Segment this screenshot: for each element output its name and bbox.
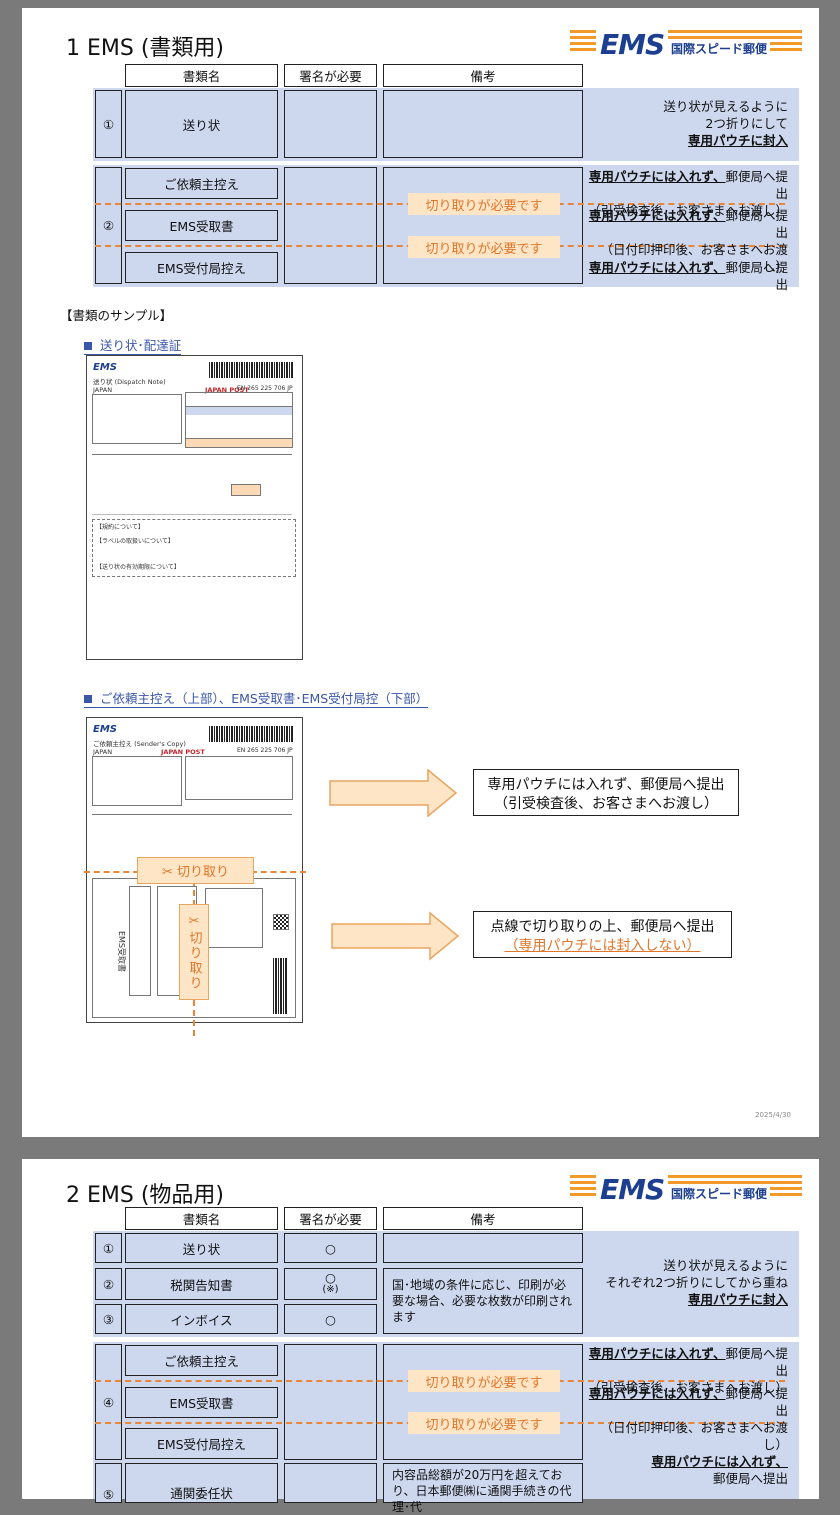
ems-logo-subtitle-2: 国際スピード郵便 xyxy=(668,1185,771,1202)
link-sender-copy[interactable]: ご依頼主控え（上部）、EMS受取書･EMS受付局控（下部） xyxy=(84,688,429,708)
header-doc-name: 書類名 xyxy=(125,64,278,87)
row-2-number: ② xyxy=(95,167,122,284)
header-signature-2: 署名が必要 xyxy=(284,1207,377,1230)
sample1-ems-mark: EMS xyxy=(93,362,117,373)
row-4-item-3: EMS受付局控え xyxy=(125,1428,278,1459)
arrow-right-icon-2 xyxy=(331,911,460,961)
row-4-number: ④ xyxy=(95,1344,122,1460)
ems-logo-subtitle: 国際スピード郵便 xyxy=(668,40,771,57)
page-title: 1 EMS (書類用) xyxy=(66,36,224,61)
row-1-notes-2 xyxy=(383,1233,583,1263)
cut-required-label-2: 切り取りが必要です xyxy=(408,236,560,258)
row-1-signature-2: ○ xyxy=(284,1233,377,1263)
sample2-japan-post: JAPAN POST xyxy=(161,748,205,756)
sample1-japan-post: JAPAN POST xyxy=(205,386,249,394)
row-5-number: ⑤ xyxy=(95,1463,122,1503)
ems-logo-mark: EMS xyxy=(596,28,669,61)
ems-logo: EMS 国際スピード郵便 xyxy=(570,26,802,62)
sample-dispatch-note: EMS 送り状 (Dispatch Note) JAPAN JAPAN POST… xyxy=(86,355,303,660)
row-1-name-2: 送り状 xyxy=(125,1233,278,1263)
sample2-country: JAPAN xyxy=(93,748,113,756)
row-5-notes: 内容品総額が20万円を超えており、日本郵便㈱に通関手続きの代理･代 xyxy=(383,1463,583,1514)
header-doc-name-2: 書類名 xyxy=(125,1207,278,1230)
row-4-item-1: ご依頼主控え xyxy=(125,1345,278,1376)
sample2-ems-mark: EMS xyxy=(93,724,117,735)
cut-required-label-1: 切り取りが必要です xyxy=(408,193,560,215)
cut-required-label-3: 切り取りが必要です xyxy=(408,1370,560,1392)
sample1-section-2: 【ラベルの取扱いについて】 xyxy=(96,538,174,545)
row-1-name: 送り状 xyxy=(125,90,278,158)
rows-1-3-remark: 送り状が見えるように それぞれ2つ折りにしてから重ね 専用パウチに封入 xyxy=(605,1258,788,1307)
sample-cut-label-v: ✂切り取り xyxy=(179,904,209,1000)
row-4-remark-1: 専用パウチには入れず、郵便局へ提出 （引受検査後、お客さまへお渡し） xyxy=(588,1346,789,1395)
sample2-type-label: ご依頼主控え (Sender's Copy) xyxy=(93,740,186,748)
row-2-item-1: ご依頼主控え xyxy=(125,168,278,199)
arrow-right-icon-1 xyxy=(329,768,458,818)
date-label: 2025/4/30 xyxy=(755,1111,791,1119)
header-signature: 署名が必要 xyxy=(284,64,377,87)
row-2-item-3: EMS受付局控え xyxy=(125,252,278,283)
link-dispatch-note[interactable]: 送り状･配達証 xyxy=(84,335,182,355)
row-2-number-2: ② xyxy=(95,1268,122,1300)
sample-cut-label-h: ✂ 切り取り xyxy=(137,857,254,884)
row-2-signature-2: ○(※) xyxy=(284,1268,377,1300)
callout-cut-off: 点線で切り取りの上、郵便局へ提出 （専用パウチには封入しない） xyxy=(473,911,732,958)
sample1-section-3: 【送り状の有効期限について】 xyxy=(96,564,180,571)
header-notes: 備考 xyxy=(383,64,583,87)
sample2-tracking: EN 265 225 706 JP xyxy=(237,747,293,754)
row-2-notes xyxy=(383,167,583,284)
row-2-name-2: 税関告知書 xyxy=(125,1268,278,1300)
row-1-number-2: ① xyxy=(95,1233,122,1263)
header-notes-2: 備考 xyxy=(383,1207,583,1230)
slide-1: 1 EMS (書類用) EMS 国際スピード郵便 書類名 署名が必要 備考 ① … xyxy=(22,8,819,1137)
row-1-signature xyxy=(284,90,377,158)
row-4-item-2: EMS受取書 xyxy=(125,1387,278,1418)
page-title-2: 2 EMS (物品用) xyxy=(66,1183,224,1208)
row-5-remark: 専用パウチには入れず、 郵便局へ提出 xyxy=(651,1454,788,1486)
row-3-name-2: インボイス xyxy=(125,1304,278,1334)
callout-sender-copy: 専用パウチには入れず、郵便局へ提出 （引受検査後、お客さまへお渡し） xyxy=(473,769,739,816)
row-2-remark-2: 専用パウチには入れず、郵便局へ提出 （日付印押印後、お客さまへお渡し） xyxy=(588,208,788,274)
row-2-signature xyxy=(284,167,377,284)
ems-logo-2: EMS 国際スピード郵便 xyxy=(570,1171,802,1207)
ems-logo-mark-2: EMS xyxy=(596,1173,669,1206)
row-3-signature-2: ○ xyxy=(284,1304,377,1334)
row-5-name: 通関委任状 xyxy=(125,1463,278,1503)
sample1-barcode xyxy=(209,362,293,378)
sample2-receipt-label: EMS受取書 xyxy=(117,930,127,973)
row-5-signature xyxy=(284,1463,377,1503)
row-4-signature xyxy=(284,1344,377,1460)
row-1-number: ① xyxy=(95,90,122,158)
samples-heading: 【書類のサンプル】 xyxy=(60,308,173,323)
row-1-remark: 送り状が見えるように 2つ折りにして 専用パウチに封入 xyxy=(663,99,788,148)
sample1-section-1: 【規約について】 xyxy=(96,524,144,531)
row-2-item-2: EMS受取書 xyxy=(125,210,278,241)
row-3-number-2: ③ xyxy=(95,1304,122,1334)
sample2-barcode xyxy=(209,726,293,742)
sample1-type-label: 送り状 (Dispatch Note) xyxy=(93,378,166,386)
sample1-tracking: EN 265 225 706 JP xyxy=(237,385,293,392)
row-4-notes xyxy=(383,1344,583,1460)
row-2-remark-1: 専用パウチには入れず、郵便局へ提出 （引受検査後、お客さまへお渡し） xyxy=(588,169,789,218)
row-4-remark-2: 専用パウチには入れず、郵便局へ提出 （日付印押印後、お客さまへお渡し） xyxy=(588,1386,788,1452)
sample1-country: JAPAN xyxy=(93,386,113,394)
slide-2: 2 EMS (物品用) EMS 国際スピード郵便 書類名 署名が必要 備考 ① … xyxy=(22,1159,819,1514)
row-2-remark-3: 専用パウチには入れず、郵便局へ提出 xyxy=(588,260,788,292)
customs-note: 国･地域の条件に応じ、印刷が必要な場合、必要な枚数が印刷されます xyxy=(383,1268,583,1334)
cut-required-label-4: 切り取りが必要です xyxy=(408,1412,560,1434)
row-1-notes xyxy=(383,90,583,158)
